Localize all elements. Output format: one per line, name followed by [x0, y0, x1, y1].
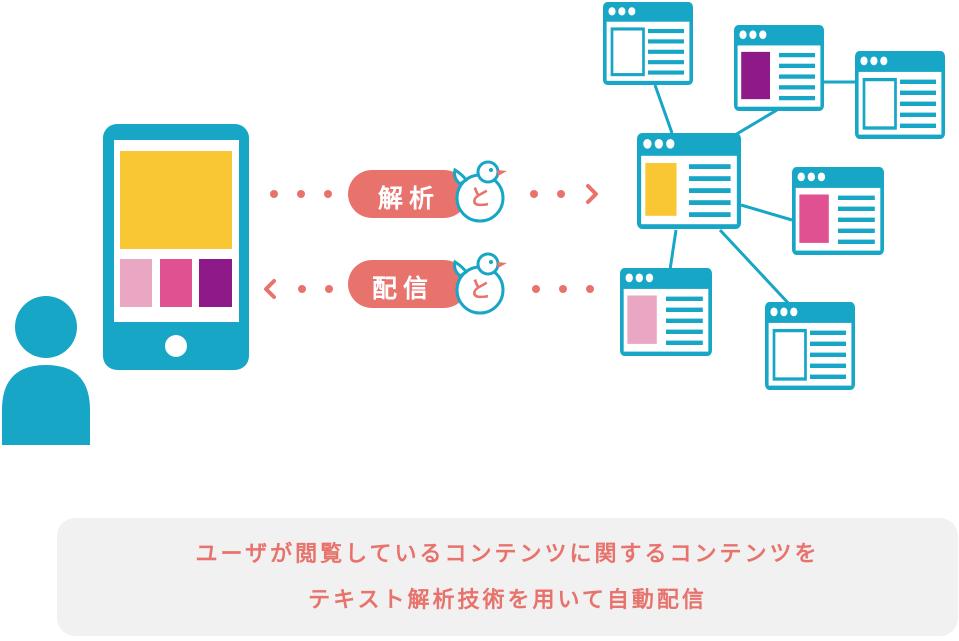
smartphone-icon [103, 124, 249, 370]
phone-home-button [165, 335, 187, 357]
user-icon [2, 296, 90, 445]
analyze-pill [348, 170, 468, 218]
webpage-window-icon [603, 2, 693, 85]
caption-line-2: テキスト解析技術を用いて自動配信 [308, 588, 707, 613]
webpage-window-icon [620, 268, 712, 356]
webpage-window-icon [765, 302, 855, 390]
caption-line-1: ユーザが閲覧しているコンテンツに関するコンテンツを [195, 542, 820, 567]
deliver-pill [348, 260, 468, 308]
webpage-window-icon [792, 167, 884, 255]
phone-purple-block [199, 259, 232, 307]
bird-char-bottom: と [469, 278, 491, 303]
webpage-window-icon [734, 25, 824, 111]
phone-pink-block [160, 259, 192, 307]
caption-box: ユーザが閲覧しているコンテンツに関するコンテンツを テキスト解析技術を用いて自動… [57, 518, 958, 636]
deliver-arrow [264, 279, 594, 299]
analyze-label: 解析 [378, 184, 441, 213]
network-connectors [653, 80, 855, 307]
webpage-window-icon [637, 133, 741, 229]
bird-char-top: と [469, 186, 491, 211]
phone-yellow-block [120, 151, 232, 249]
webpage-window-icon [855, 51, 945, 139]
analyze-arrow [270, 184, 598, 204]
deliver-label: 配信 [372, 274, 435, 303]
phone-pink-light-block [120, 259, 152, 307]
